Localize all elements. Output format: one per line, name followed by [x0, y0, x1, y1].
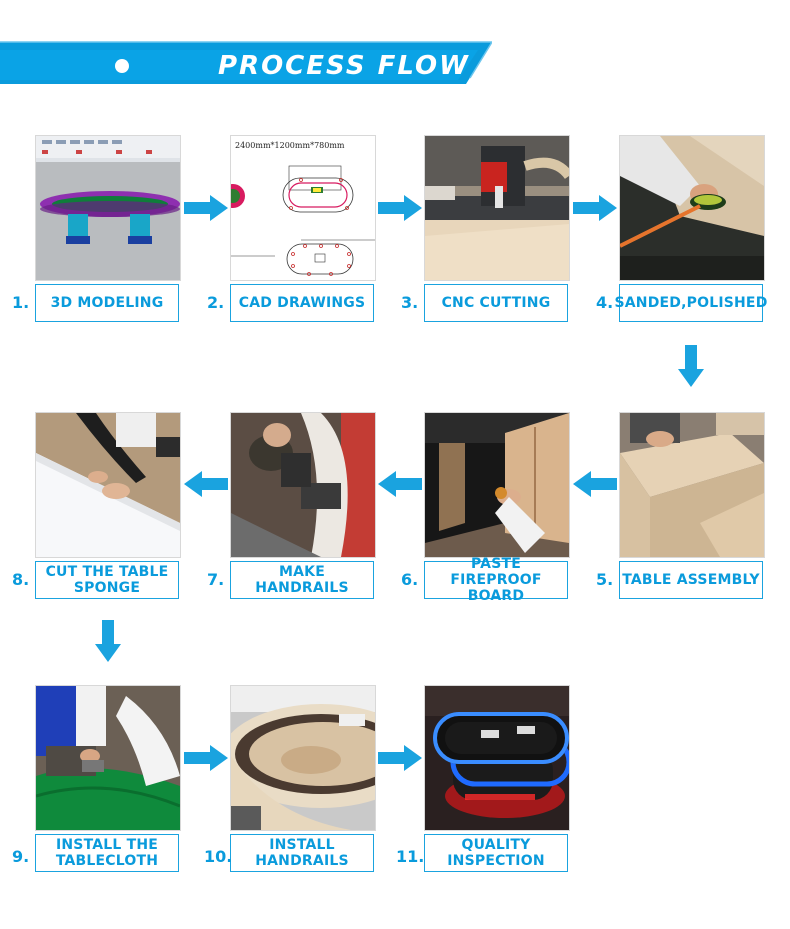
step-label: PASTE FIREPROOF BOARD: [424, 556, 568, 604]
step-label: QUALITY INSPECTION: [424, 834, 568, 872]
step-label: CNC CUTTING: [424, 284, 568, 322]
step-number: 10.: [204, 847, 233, 866]
step-number: 2.: [207, 293, 225, 312]
arrow-right-icon: [573, 195, 617, 221]
step-label: INSTALL THE TABLECLOTH: [35, 834, 179, 872]
step-number: 11.: [396, 847, 425, 866]
arrow-right-icon: [184, 195, 228, 221]
banner-bullet-icon: [115, 59, 129, 73]
step-photo: [424, 685, 570, 831]
arrow-left-icon: [184, 471, 228, 497]
arrow-down-icon: [95, 620, 121, 662]
arrow-right-icon: [378, 195, 422, 221]
step-number: 1.: [12, 293, 30, 312]
step-label: 3D MODELING: [35, 284, 179, 322]
step-number: 9.: [12, 847, 30, 866]
arrow-right-icon: [378, 745, 422, 771]
step-number: 4.: [596, 293, 614, 312]
drawing-dimension-note: 2400mm*1200mm*780mm: [235, 141, 345, 150]
step-label: CAD DRAWINGS: [230, 284, 374, 322]
step-photo: [424, 135, 570, 281]
step-photo: [424, 412, 570, 558]
step-photo: [35, 685, 181, 831]
arrow-down-icon: [678, 345, 704, 387]
arrow-left-icon: [378, 471, 422, 497]
step-label: MAKE HANDRAILS: [230, 561, 374, 599]
step-photo: [35, 412, 181, 558]
step-number: 3.: [401, 293, 419, 312]
step-label: SANDED,POLISHED: [614, 284, 767, 322]
step-number: 6.: [401, 570, 419, 589]
step-label: TABLE ASSEMBLY: [619, 561, 763, 599]
step-label: INSTALL HANDRAILS: [230, 834, 374, 872]
banner-shape: [0, 40, 492, 86]
arrow-right-icon: [184, 745, 228, 771]
step-label: CUT THE TABLE SPONGE: [35, 561, 179, 599]
step-photo: 2400mm*1200mm*780mm: [230, 135, 376, 281]
step-number: 8.: [12, 570, 30, 589]
step-number: 7.: [207, 570, 225, 589]
step-photo: [619, 412, 765, 558]
banner-background: [0, 41, 492, 84]
page-title: PROCESS FLOW: [218, 51, 470, 81]
step-number: 5.: [596, 570, 614, 589]
step-photo: [619, 135, 765, 281]
arrow-left-icon: [573, 471, 617, 497]
step-photo: [230, 685, 376, 831]
step-photo: [230, 412, 376, 558]
step-photo: [35, 135, 181, 281]
